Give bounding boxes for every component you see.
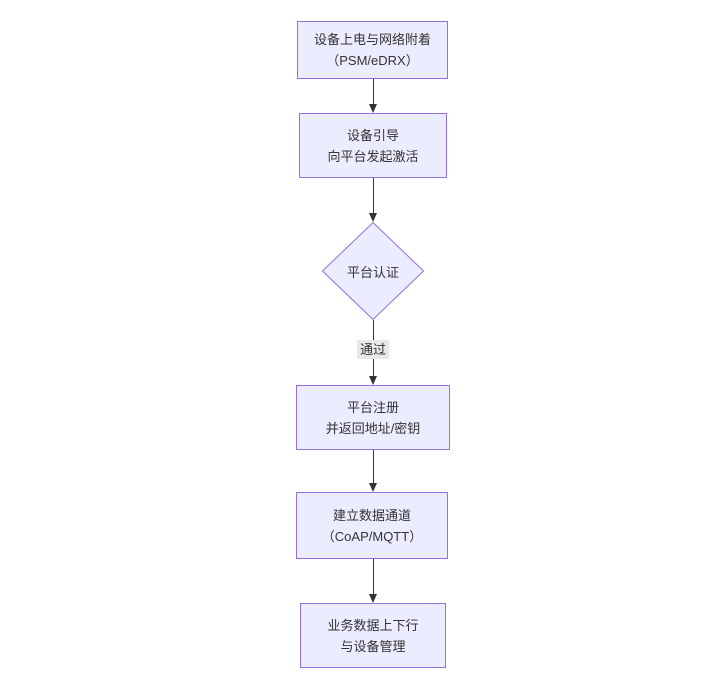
arrow-shaft	[372, 178, 374, 213]
node-power-attach: 设备上电与网络附着 （PSM/eDRX）	[297, 21, 448, 79]
arrow-shaft	[372, 450, 374, 483]
arrowhead-down-icon	[369, 483, 377, 492]
arrow-register-to-channel	[368, 450, 378, 492]
edge-label-pass: 通过	[356, 340, 390, 359]
arrow-bootstrap-to-auth	[368, 178, 378, 222]
arrowhead-down-icon	[369, 376, 377, 385]
node-business-line1: 业务数据上下行	[327, 617, 419, 633]
node-register-line2: 并返回地址/密钥	[325, 420, 421, 436]
node-channel: 建立数据通道 （CoAP/MQTT）	[296, 492, 448, 559]
node-channel-line1: 建立数据通道	[332, 507, 411, 523]
node-bootstrap-line2: 向平台发起激活	[327, 148, 419, 164]
node-register: 平台注册 并返回地址/密钥	[296, 385, 450, 450]
node-bootstrap-line1: 设备引导	[346, 127, 399, 143]
node-channel-line2: （CoAP/MQTT）	[321, 528, 423, 544]
arrow-shaft	[372, 559, 374, 594]
arrowhead-down-icon	[369, 594, 377, 603]
arrowhead-down-icon	[369, 104, 377, 113]
node-business: 业务数据上下行 与设备管理	[300, 603, 446, 668]
node-bootstrap: 设备引导 向平台发起激活	[299, 113, 447, 178]
node-business-line2: 与设备管理	[340, 638, 406, 654]
diamond-shape	[322, 222, 424, 320]
node-power-attach-line1: 设备上电与网络附着	[313, 32, 431, 47]
node-auth-label: 平台认证	[346, 264, 399, 280]
arrow-power-to-bootstrap	[368, 79, 378, 113]
node-register-line1: 平台注册	[346, 399, 399, 415]
node-auth-decision: 平台认证	[322, 222, 424, 320]
node-power-attach-line2: （PSM/eDRX）	[326, 53, 419, 68]
arrow-channel-to-business	[368, 559, 378, 603]
arrowhead-down-icon	[369, 213, 377, 222]
arrow-shaft	[372, 79, 374, 104]
